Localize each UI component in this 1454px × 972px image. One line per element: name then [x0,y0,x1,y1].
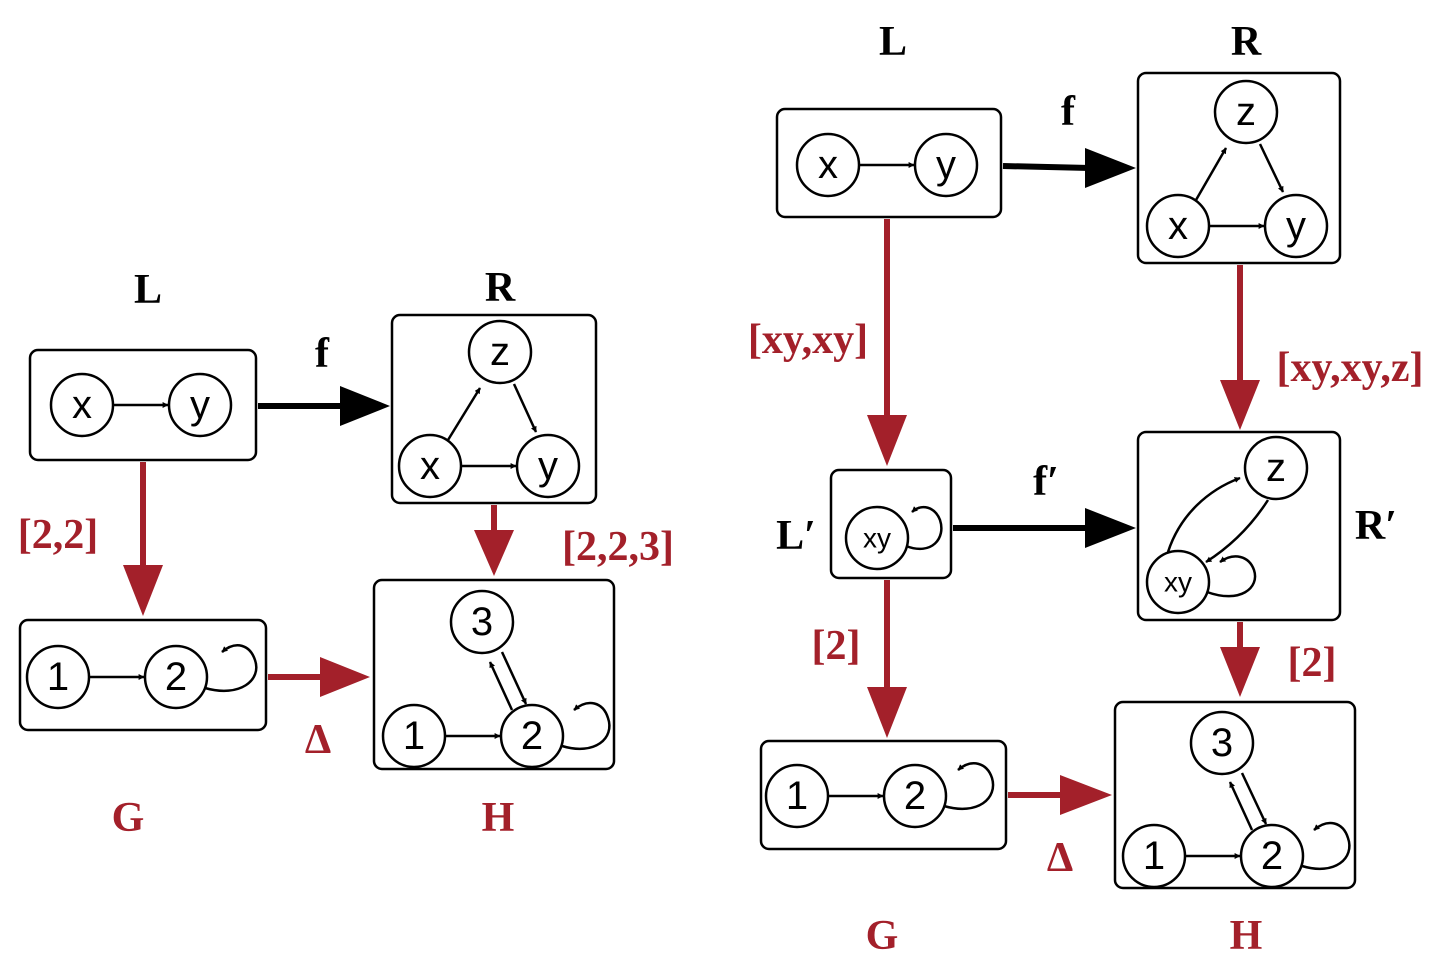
rule-morphism-f [1002,163,1091,171]
node-label: z [1236,90,1256,134]
edge-arrow [1258,143,1285,193]
node-label: x [420,444,440,488]
loop-arrow [943,762,995,811]
edge-arrow [446,387,482,441]
left-G-graph: 1 2 [18,618,268,732]
left-title-R: R [485,265,516,311]
loop-arrow [204,644,258,693]
right-R-graph: z x y [1136,71,1342,265]
node-label: z [1266,446,1286,490]
node-label: 2 [165,655,187,699]
node-label: y [538,444,558,488]
loop-arrow [905,505,943,551]
right-L-graph: x y [775,107,1003,219]
right-G-graph: 1 2 [759,739,1008,851]
right-Rprime-graph: z xy [1136,430,1342,622]
node-label: y [936,143,956,187]
node-label: y [190,383,210,427]
node-label: 3 [1211,721,1233,765]
right-Lprime-graph: xy [829,468,953,580]
right-title-Rprime: R′ [1355,503,1397,549]
node-label: xy [1164,567,1192,598]
node-label: x [72,383,92,427]
edge-arrow [1228,781,1254,831]
left-L-graph: x y [28,348,258,462]
right-title-L: L [879,19,907,65]
node-label: 1 [786,774,808,818]
edge-arrow [512,383,538,433]
left-title-L: L [134,267,162,313]
node-label: 1 [1143,834,1165,878]
right-title-R: R [1231,19,1262,65]
right-diagram: L R x y f z x y [ [748,19,1424,959]
edge-arrow [1240,772,1268,825]
edge-arrow [1166,476,1241,553]
edge-arrow [488,661,514,711]
loop-arrow [561,701,611,751]
edge-arrow [500,651,528,705]
right-label-delta: Δ [1047,835,1073,881]
right-label-gr: [2] [1288,640,1337,686]
node-label: y [1286,204,1306,248]
node-label: x [1168,204,1188,248]
node-label: 1 [47,655,69,699]
node-label: x [818,143,838,187]
left-label-match: [2,2] [18,512,98,558]
left-label-delta: Δ [305,717,331,763]
left-label-f: f [315,331,330,377]
node-label: xy [863,523,891,554]
right-label-match: [xy,xy] [748,317,868,363]
right-label-comatch: [xy,xy,z] [1277,345,1424,391]
node-label: 2 [1261,834,1283,878]
left-H-graph: 3 1 2 [372,578,616,771]
loop-arrow [1301,821,1351,871]
left-label-comatch: [2,2,3] [562,524,674,570]
right-label-fprime: f′ [1033,459,1059,505]
left-title-G: G [112,795,145,841]
loop-arrow [1206,555,1257,598]
right-label-f: f [1061,89,1076,135]
node-label: 1 [403,714,425,758]
left-title-H: H [482,795,515,841]
left-diagram: L R x y f z x y [ [18,265,674,841]
edge-arrow [1194,147,1228,201]
node-label: 2 [521,714,543,758]
right-H-graph: 3 1 2 [1113,700,1357,890]
node-label: 3 [471,600,493,644]
node-label: 2 [904,774,926,818]
left-R-graph: z x y [390,313,598,505]
right-title-H: H [1230,913,1263,959]
edge-arrow [1205,499,1270,564]
node-label: z [490,330,510,374]
right-title-G: G [866,913,899,959]
right-title-Lprime: L′ [776,513,816,559]
right-label-g: [2] [812,623,861,669]
